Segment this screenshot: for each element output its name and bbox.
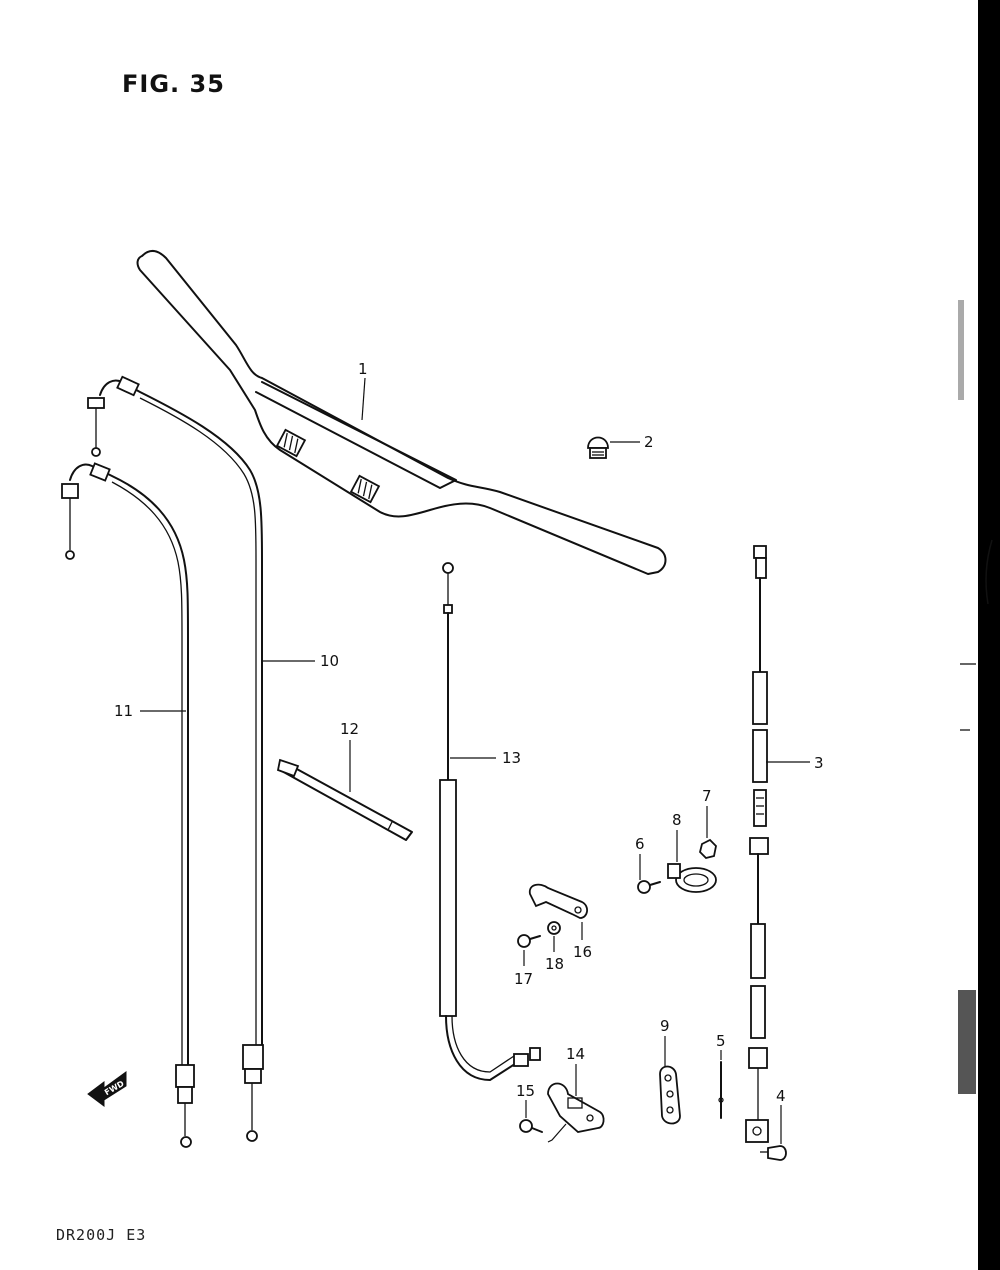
- model-code: DR200J E3: [56, 1226, 147, 1244]
- scan-marks: [958, 300, 993, 1094]
- choke-cable[interactable]: [439, 562, 541, 1081]
- holder-screw[interactable]: [519, 1119, 543, 1133]
- cable-clamp[interactable]: [667, 863, 717, 893]
- callout-18: 18: [545, 955, 564, 973]
- callout-12: 12: [340, 720, 359, 738]
- callout-5: 5: [716, 1032, 726, 1050]
- lead-line-1: [361, 377, 366, 421]
- scan-border: [978, 0, 1000, 1270]
- callout-7: 7: [702, 787, 712, 805]
- callout-3: 3: [814, 754, 824, 772]
- clutch-cable[interactable]: [745, 545, 769, 1143]
- callout-14: 14: [566, 1045, 585, 1063]
- callout-6: 6: [635, 835, 645, 853]
- clamp-screw[interactable]: [637, 880, 661, 894]
- lead-line-14b: [547, 1123, 567, 1143]
- cable-lever-bracket[interactable]: [659, 1065, 681, 1125]
- throttle-cable-no1[interactable]: [87, 375, 264, 1142]
- callout-2: 2: [644, 433, 654, 451]
- cable-band[interactable]: [276, 758, 413, 841]
- throttle-cable-no2[interactable]: [61, 462, 195, 1148]
- figure-title: FIG. 35: [122, 70, 225, 98]
- callout-4: 4: [776, 1087, 786, 1105]
- bracket-screw[interactable]: [517, 934, 541, 948]
- callout-8: 8: [672, 811, 682, 829]
- callout-10: 10: [320, 652, 339, 670]
- callout-11: 11: [114, 702, 133, 720]
- callout-1: 1: [358, 360, 368, 378]
- adjuster-bolt[interactable]: [760, 1145, 787, 1161]
- cable-guide-bracket[interactable]: [528, 883, 588, 919]
- callout-9: 9: [660, 1017, 670, 1035]
- handlebar-end-plug[interactable]: [587, 436, 609, 459]
- callout-16: 16: [573, 943, 592, 961]
- clamp-nut[interactable]: [699, 838, 717, 859]
- callout-15: 15: [516, 1082, 535, 1100]
- callout-13: 13: [502, 749, 521, 767]
- cotter-pin[interactable]: [718, 1061, 724, 1119]
- bracket-washer[interactable]: [547, 921, 561, 935]
- cable-holder-bracket[interactable]: [547, 1082, 605, 1133]
- callout-17: 17: [514, 970, 533, 988]
- forward-direction-arrow: FWD: [87, 1071, 127, 1107]
- handlebar[interactable]: [136, 250, 667, 575]
